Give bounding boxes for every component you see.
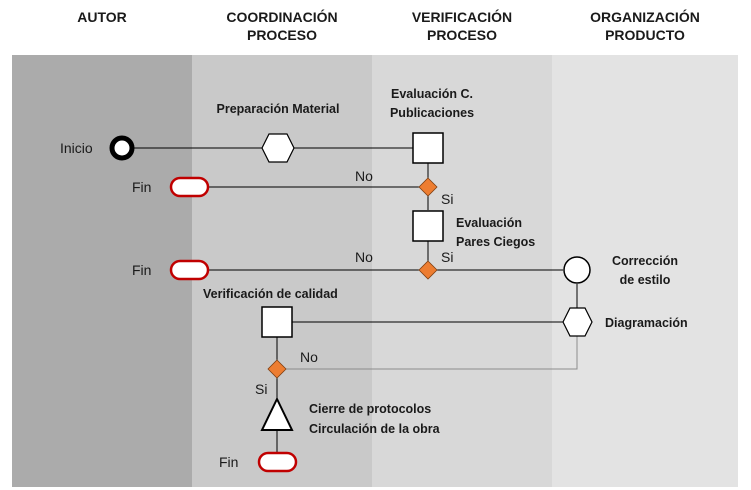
cierre-node <box>260 396 294 431</box>
fin-label-3: Fin <box>219 454 238 470</box>
decision-3-si-label: Si <box>255 381 267 397</box>
cierre-label-1: Cierre de protocolos <box>309 402 431 416</box>
decision-2-si-label: Si <box>441 249 453 265</box>
fin-label-1: Fin <box>132 179 151 195</box>
start-label: Inicio <box>60 140 93 156</box>
correccion-label-2: de estilo <box>620 273 671 287</box>
fin-node-2 <box>169 259 210 281</box>
eval-pares-label-2: Pares Ciegos <box>456 235 535 249</box>
eval-publicaciones-label-2: Publicaciones <box>390 106 474 120</box>
eval-publicaciones-label-1: Evaluación C. <box>391 87 473 101</box>
verificacion-label: Verificación de calidad <box>203 287 338 301</box>
eval-pares-label-1: Evaluación <box>456 216 522 230</box>
diagramacion-label: Diagramación <box>605 316 688 330</box>
preparacion-label: Preparación Material <box>217 102 340 116</box>
lane-verificacion <box>372 55 552 487</box>
decision-2-no-label: No <box>355 249 373 265</box>
decision-1 <box>418 177 438 197</box>
edge-decision3-diagramacion <box>286 336 578 370</box>
decision-3 <box>267 359 287 379</box>
verificacion-node <box>261 306 293 338</box>
lane-header-autor: AUTOR <box>77 9 127 25</box>
eval-pares-node <box>412 210 444 242</box>
decision-2 <box>418 260 438 280</box>
correccion-label-1: Corrección <box>612 254 678 268</box>
lane-autor <box>12 55 192 487</box>
start-node <box>109 135 135 161</box>
fin-label-2: Fin <box>132 262 151 278</box>
diagramacion-node <box>562 307 593 337</box>
eval-publicaciones-node <box>412 132 444 164</box>
fin-node-1 <box>169 176 210 198</box>
preparacion-node <box>261 133 295 163</box>
decision-1-no-label: No <box>355 168 373 184</box>
cierre-label-2: Circulación de la obra <box>309 422 441 436</box>
decision-1-si-label: Si <box>441 191 453 207</box>
fin-node-3 <box>257 451 298 473</box>
decision-3-no-label: No <box>300 349 318 365</box>
correccion-node <box>563 256 591 284</box>
